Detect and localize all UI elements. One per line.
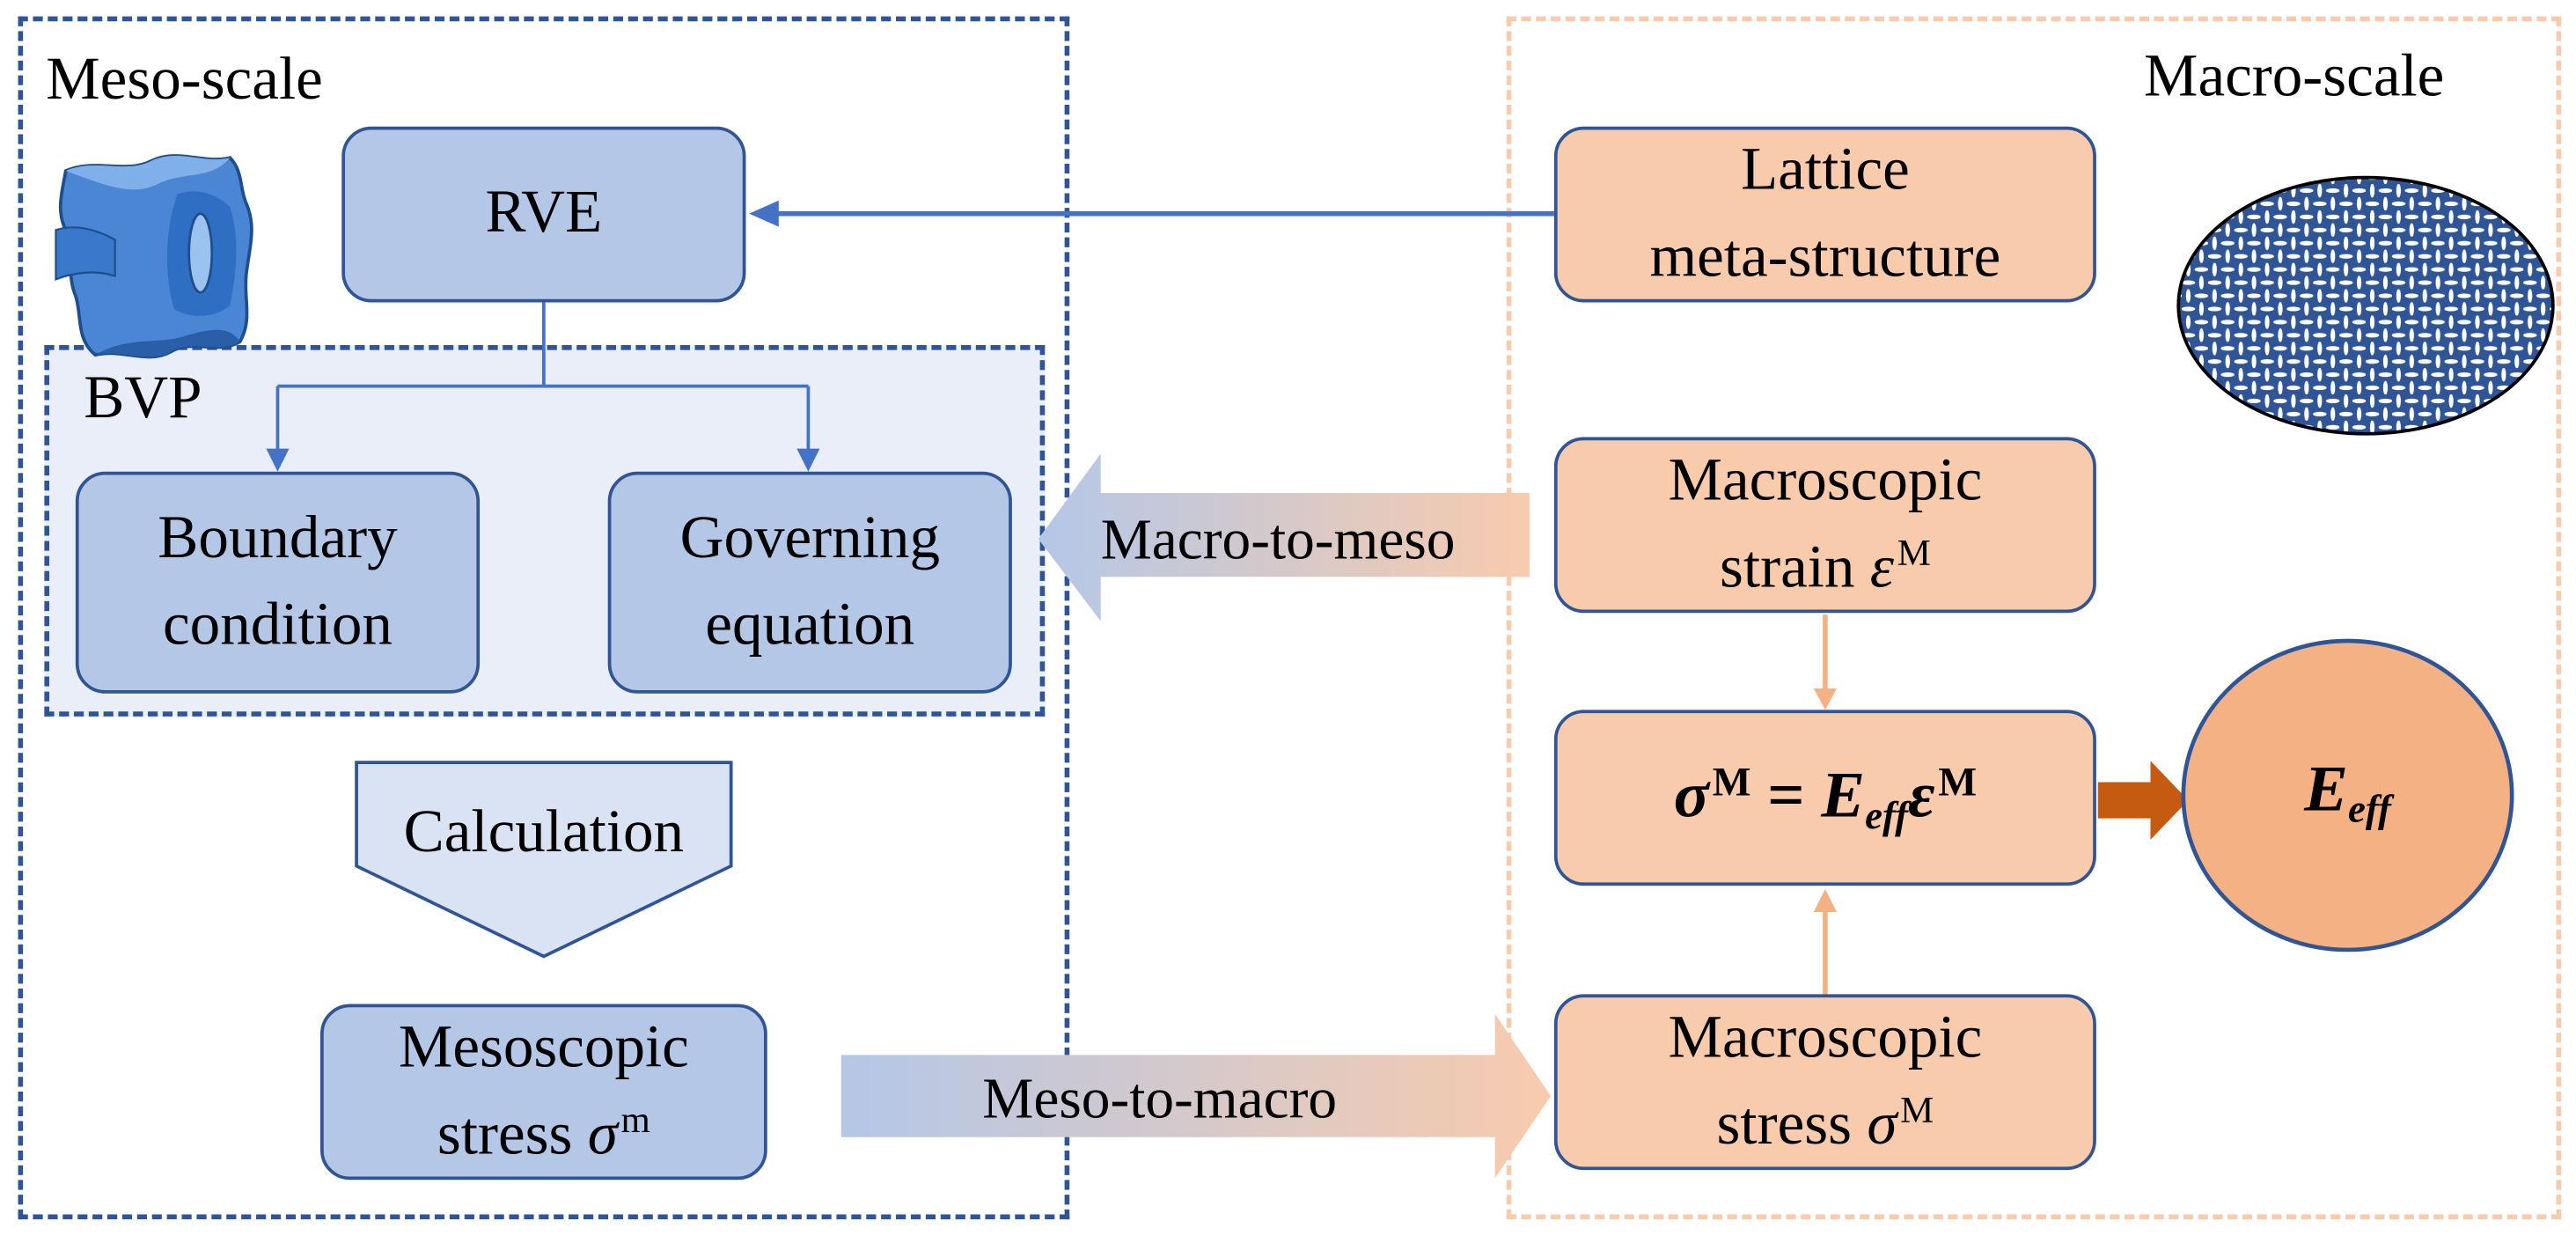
eeff-circle (2181, 638, 2514, 952)
eeff-E: E (2304, 751, 2348, 826)
macro-stress-sigma: σ (1867, 1090, 1897, 1158)
strain-word: strain (1719, 533, 1870, 601)
bvp-title: BVP (84, 364, 202, 432)
strain-line1: Macroscopic (1668, 446, 1983, 515)
meso-stress-superscript: m (620, 1099, 650, 1141)
arrowhead-to-boundary (266, 448, 290, 472)
boundary-condition-box: Boundary condition (75, 471, 481, 694)
lattice-line2: meta-structure (1649, 222, 2001, 291)
macro-stress-line1: Macroscopic (1668, 1004, 1983, 1072)
lattice-to-rve-arrow (749, 200, 1554, 227)
governing-line2: equation (705, 591, 915, 658)
governing-equation-box: Governing equation (607, 471, 1012, 694)
calculation-shape (355, 761, 733, 959)
meso-scale-title: Meso-scale (46, 46, 323, 114)
macro-stress-word: stress (1716, 1090, 1868, 1158)
eeff-subscript: eff (2347, 789, 2391, 832)
boundary-line1: Boundary (158, 504, 398, 572)
meso-stress-word: stress (437, 1100, 588, 1168)
eq-sigma: σ (1673, 758, 1709, 833)
lattice-structure-disc-icon (2176, 175, 2555, 436)
macro-scale-frame (1506, 16, 2562, 1220)
rve-unit-cell-3d-icon (55, 154, 253, 359)
arrowhead-to-governing (796, 448, 820, 472)
meso-stress-sigma: σ (587, 1100, 618, 1168)
eq-epsilon: ε (1908, 758, 1935, 833)
macro-scale-title: Macro-scale (2144, 42, 2445, 111)
macro-to-meso-arrow (1038, 453, 1530, 622)
meso-stress-line1: Mesoscopic (398, 1013, 689, 1082)
lattice-line1: Lattice (1741, 136, 1910, 204)
stress-to-equation-arrow (1813, 888, 1837, 995)
rve-to-bvp-connector (275, 300, 811, 451)
strain-to-equation-arrow (1813, 614, 1837, 710)
rve-box: RVE (341, 126, 746, 303)
macro-to-meso-label: Macro-to-meso (1100, 507, 1456, 572)
lattice-meta-structure-box: Lattice meta-structure (1553, 126, 2096, 303)
eq-eff-subscript: eff (1865, 796, 1909, 840)
meso-to-macro-label: Meso-to-macro (982, 1066, 1338, 1131)
eq-equals: = (1750, 758, 1822, 833)
equation-to-eeff-arrow (2097, 761, 2189, 840)
meso-scale-frame (18, 16, 1070, 1220)
rve-label: RVE (485, 179, 603, 247)
eq-epsilon-superscript: M (1938, 760, 1978, 805)
eq-E: E (1821, 758, 1866, 833)
macro-stress-superscript: M (1900, 1089, 1934, 1131)
strain-epsilon: ε (1869, 533, 1894, 601)
calculation-label: Calculation (403, 798, 685, 866)
boundary-line2: condition (163, 591, 393, 658)
eeff-label: Eeff (2183, 755, 2512, 832)
governing-line1: Governing (679, 504, 940, 572)
strain-superscript: M (1897, 532, 1931, 574)
eq-sigma-superscript: M (1712, 760, 1751, 805)
